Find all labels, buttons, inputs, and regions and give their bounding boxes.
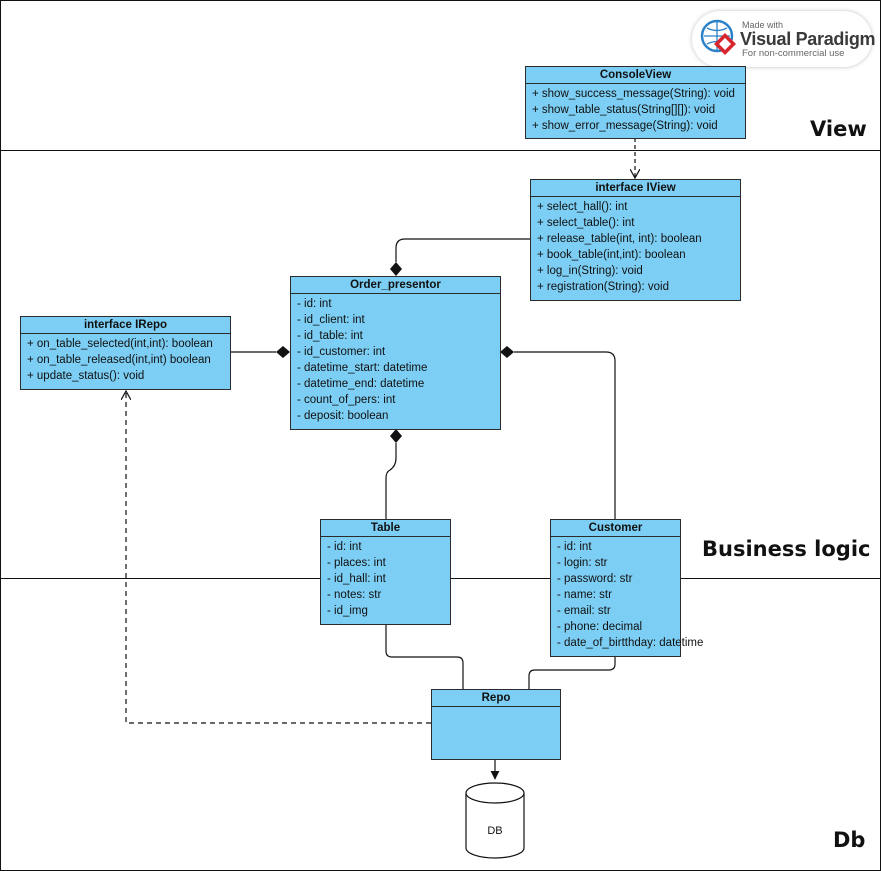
visual-paradigm-logo-icon: [700, 19, 736, 55]
class-member: - id: int: [297, 298, 332, 310]
class-member: - id_customer: int: [297, 346, 386, 358]
diamond-iview-order: [390, 262, 402, 276]
class-member: + select_table(): int: [537, 217, 635, 229]
watermark-made-with: Made with: [742, 20, 784, 30]
diamond-customer-order: [500, 346, 514, 358]
class-member: + on_table_selected(int,int): boolean: [27, 338, 213, 350]
class-customer[interactable]: Customer - id: int - login: str - password…: [550, 519, 704, 657]
class-member: + show_table_status(String[][]): void: [532, 104, 716, 116]
class-members: - id: int - places: int - id_hall: int - no…: [321, 537, 450, 619]
class-member: - password: str: [557, 573, 633, 585]
layer-label-view: View: [810, 117, 867, 141]
class-name: interface IRepo: [21, 317, 230, 334]
class-member: - datetime_start: datetime: [297, 362, 428, 374]
class-consoleview[interactable]: ConsoleView + show_success_message(Strin…: [525, 66, 746, 139]
class-member: - id: int: [327, 541, 362, 553]
class-member: + book_table(int,int): boolean: [537, 249, 686, 261]
class-member: + show_success_message(String): void: [532, 88, 735, 100]
class-name: Table: [321, 520, 450, 537]
class-member: - id_client: int: [297, 314, 365, 326]
class-member: + log_in(String): void: [537, 265, 643, 277]
class-members: + select_hall(): int + select_table(): in…: [531, 197, 740, 295]
edge-table-order: [385, 443, 397, 519]
class-member: + registration(String): void: [537, 281, 669, 293]
class-member: - deposit: boolean: [297, 410, 389, 422]
edge-repo-irepo: [126, 391, 431, 724]
class-table[interactable]: Table - id: int - places: int - id_hall: i…: [320, 519, 451, 625]
class-member: - login: str: [557, 557, 608, 569]
class-members: + show_success_message(String): void + sh…: [526, 84, 745, 134]
edge-table-repo: [385, 624, 464, 689]
diamond-irepo-order: [276, 346, 290, 358]
class-member: + release_table(int, int): boolean: [537, 233, 702, 245]
class-iview[interactable]: interface IView + select_hall(): int+ se…: [530, 179, 741, 301]
class-member: - phone: decimal: [557, 621, 643, 633]
class-member: - id_table: int: [297, 330, 363, 342]
layer-label-db: Db: [833, 828, 866, 852]
class-member: + select_hall(): int: [537, 201, 628, 213]
class-name: Repo: [432, 690, 560, 707]
watermark-note: For non-commercial use: [742, 48, 845, 59]
class-member: - id_img: [327, 605, 368, 617]
class-member: - id_hall: int: [327, 573, 386, 585]
class-member: - id: int: [557, 541, 592, 553]
class-name: Order_presentor: [291, 277, 500, 294]
class-member: - places: int: [327, 557, 386, 569]
class-members: - id: int - id_client: int - id_table: int…: [291, 294, 500, 424]
class-name: Customer: [551, 520, 680, 537]
edge-iview-order: [395, 238, 530, 262]
class-member: + on_table_released(int,int) boolean: [27, 354, 211, 366]
class-members: + on_table_selected(int,int): boolean + o…: [21, 334, 230, 384]
class-repo[interactable]: Repo: [431, 689, 561, 760]
database-label: DB: [487, 825, 503, 837]
class-member: - date_of_birtthday: datetime: [557, 637, 704, 649]
class-order-presentor[interactable]: Order_presentor - id: int - id_client: in…: [290, 276, 501, 430]
class-member: - email: str: [557, 605, 611, 617]
class-member: - notes: str: [327, 589, 382, 601]
class-member: - datetime_end: datetime: [297, 378, 425, 390]
layer-label-business-logic: Business logic: [702, 537, 871, 561]
class-member: + update_status(): void: [27, 370, 145, 382]
class-member: - count_of_pers: int: [297, 394, 396, 406]
class-members: - id: int - login: str - password: str - na…: [551, 537, 704, 651]
watermark-brand: Visual Paradigm: [740, 29, 876, 49]
edge-customer-repo: [528, 656, 616, 689]
class-member: + show_error_message(String): void: [532, 120, 718, 132]
database-cylinder: [465, 782, 525, 859]
class-name: ConsoleView: [526, 67, 745, 84]
edge-customer-order: [514, 351, 616, 519]
diamond-table-order: [390, 429, 402, 443]
class-member: - name: str: [557, 589, 612, 601]
class-members: [432, 707, 560, 709]
class-irepo[interactable]: interface IRepo + on_table_selected(int,…: [20, 316, 231, 390]
class-name: interface IView: [531, 180, 740, 197]
